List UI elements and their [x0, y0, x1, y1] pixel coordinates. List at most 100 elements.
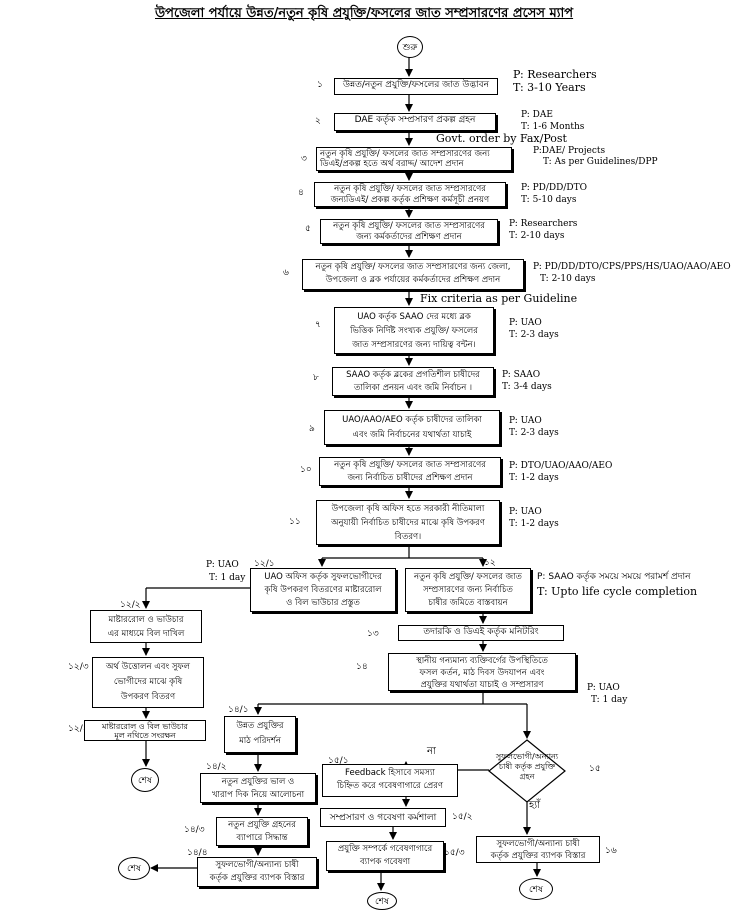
step-14-3-box: নতুন প্রযুক্তি গ্রহনের ব্যাপারে সিদ্ধান্…: [216, 817, 308, 846]
step-12-1-line-1: UAO অফিস কর্তৃক সুফলভোগীদের: [264, 572, 382, 582]
step-14-box: স্থানীয় গন্যমান্য ব্যক্তিবর্গের উপস্থিত…: [388, 653, 576, 691]
step-1-person: P: Researchers: [513, 68, 597, 81]
step-14-4-line-2: কর্তৃক প্রযুক্তির ব্যাপক বিস্তার: [209, 873, 305, 883]
step-7-line-2: ভিত্তিক নির্দিষ্ট সংখ্যক প্রযুক্তি/ ফসলে…: [350, 326, 478, 336]
step-5-box: নতুন কৃষি প্রযুক্তি/ ফসলের জাত সম্প্রসার…: [320, 219, 498, 244]
step-12-number: ১২: [484, 558, 496, 568]
step-2-person: P: DAE: [521, 110, 553, 120]
step-12-person: P: SAAO কর্তৃক সময়ে সময়ে পরামর্শ প্রদা…: [537, 572, 691, 582]
step-12-2-line-2: এর মাধ্যমে বিল দাখিল: [107, 629, 185, 639]
step-2-number: ২: [315, 116, 321, 126]
step-5-time: T: 2-10 days: [509, 231, 565, 241]
step-8-number: ৮: [313, 373, 319, 383]
step-5-line-1: নতুন কৃষি প্রযুক্তি/ ফসলের জাত সম্প্রসার…: [333, 221, 485, 231]
step-14-4-line-1: সুফলভোগী/অন্যান্য চাষী: [215, 860, 299, 870]
step-12-3-line-3: উপকরণ বিতরণ: [120, 692, 176, 702]
end-terminal-right: শেষ: [519, 878, 553, 900]
step-4-line-2: জন্যডিএই/ প্রকল্প কর্তৃক প্রশিক্ষণ কর্মস…: [330, 195, 490, 205]
step-9-person: P: UAO: [509, 416, 542, 426]
step-5-number: ৫: [305, 224, 311, 234]
step-16-line-1: সুফলভোগী/অন্যান্য চাষী: [496, 839, 580, 849]
step-14-1-line-2: মাঠ পরিদর্শন: [239, 736, 281, 746]
step-7-line-3: জাত সম্প্রসারণের জন্য দায়িত্ব বন্টন।: [352, 340, 476, 350]
step-4-line-1: নতুন কৃষি প্রযুক্তি/ ফসলের জাত সম্প্রসার…: [334, 184, 486, 194]
step-3-number: ৩: [301, 154, 307, 164]
step-14-2-box: নতুন প্রযুক্তির ভাল ও খারাপ দিক নিয়ে আল…: [200, 773, 316, 803]
step-13-number: ১৩: [367, 629, 379, 639]
step-12-4-number: ১২/৪: [68, 724, 89, 734]
step-14-1-box: উন্নত প্রযুক্তির মাঠ পরিদর্শন: [224, 716, 296, 753]
step-14-3-line-2: ব্যাপারে সিদ্ধান্ত: [236, 833, 288, 843]
step-7-person: P: UAO: [509, 318, 542, 328]
step-10-line-2: জন্য নির্বাচিত চাষীদের প্রশিক্ষণ প্রদান: [347, 473, 473, 483]
step-5-person: P: Researchers: [509, 219, 578, 229]
step-1-time: T: 3-10 Years: [513, 81, 586, 94]
step-12-1-box: UAO অফিস কর্তৃক সুফলভোগীদের কৃষি উপকরণ ব…: [250, 568, 396, 612]
govt-order-note: Govt. order by Fax/Post: [436, 132, 567, 145]
step-14-line-1: স্থানীয় গন্যমান্য ব্যক্তিবর্গের উপস্থিত…: [416, 656, 548, 666]
step-12-3-number: ১২/৩: [68, 662, 89, 672]
step-12-2-line-1: মাষ্টাররোল ও ভাউচার: [108, 615, 184, 625]
end-terminal-left: শেষ: [131, 768, 159, 792]
step-15-line-3: গ্রহন: [519, 772, 535, 781]
step-6-number: ৬: [283, 268, 289, 278]
step-12-1-time: T: 1 day: [209, 573, 246, 583]
step-12-3-line-2: ভোগীদের মাঝে কৃষি: [113, 677, 183, 687]
step-4-box: নতুন কৃষি প্রযুক্তি/ ফসলের জাত সম্প্রসার…: [314, 182, 506, 207]
step-4-time: T: 5-10 days: [521, 195, 577, 205]
end-terminal-bottom-left: শেষ: [118, 857, 150, 880]
step-7-time: T: 2-3 days: [509, 330, 559, 340]
step-14-person: P: UAO: [587, 683, 620, 693]
step-15-3-box: প্রযুক্তি সম্পর্কে গবেষণাগারে ব্যাপক গবে…: [326, 841, 444, 871]
step-10-box: নতুন কৃষি প্রযুক্তি/ ফসলের জাত সম্প্রসার…: [319, 457, 501, 486]
step-15-2-box: সম্প্রসারণ ও গবেষণা কর্মশালা: [320, 808, 446, 827]
step-14-2-number: ১৪/২: [206, 762, 227, 772]
step-4-number: ৪: [298, 188, 304, 198]
step-12-4-line-2: মূল নথিতে সংরক্ষন: [114, 731, 176, 740]
step-15-3-number: ১৫/৩: [444, 848, 465, 858]
step-11-line-2: অনুযায়ী নির্বাচিত চাষীদের মাঝে কৃষি উপক…: [331, 518, 485, 528]
step-15-label: সুফলভোগী/অন্যান্য চাষী কর্তৃক প্রযুক্তি …: [489, 752, 565, 782]
step-10-person: P: DTO/UAO/AAO/AEO: [509, 461, 613, 471]
yes-label: হ্যাঁ: [529, 800, 541, 811]
fix-criteria-note: Fix criteria as per Guideline: [420, 292, 578, 305]
step-12-line-1: নতুন কৃষি প্রযুক্তি/ ফসলের জাত: [414, 572, 522, 582]
step-10-line-1: নতুন কৃষি প্রযুক্তি/ ফসলের জাত সম্প্রসার…: [334, 460, 486, 470]
step-11-line-3: বিতরণ।: [394, 532, 422, 542]
step-8-box: SAAO কর্তৃক ব্লকের প্রগতিশীল চাষীদের তাল…: [332, 367, 494, 396]
step-11-time: T: 1-2 days: [509, 519, 559, 529]
step-15-1-number: ১৫/১: [328, 756, 349, 766]
step-12-2-number: ১২/২: [120, 600, 141, 610]
step-14-1-line-1: উন্নত প্রযুক্তির: [236, 721, 284, 731]
step-16-line-2: কর্তৃক প্রযুক্তির ব্যাপক বিস্তার: [490, 851, 586, 861]
step-4-person: P: PD/DD/DTO: [521, 183, 587, 193]
step-8-line-1: SAAO কর্তৃক ব্লকের প্রগতিশীল চাষীদের: [346, 370, 480, 380]
step-14-time: T: 1 day: [591, 695, 628, 705]
end-terminal-bottom-center: শেষ: [367, 892, 397, 910]
step-15-3-line-2: ব্যাপক গবেষণা: [359, 857, 411, 867]
step-16-box: সুফলভোগী/অন্যান্য চাষী কর্তৃক প্রযুক্তির…: [476, 836, 600, 863]
step-13-box: তদারকি ও ডিএই কর্তৃক মনিটরিং: [398, 625, 564, 641]
step-15-line-2: চাষী কর্তৃক প্রযুক্তি: [498, 762, 556, 771]
step-14-4-number: ১৪/৪: [187, 848, 208, 858]
step-7-line-1: UAO কর্তৃক SAAO দের মধ্যে ব্লক: [357, 312, 471, 322]
step-6-line-2: উপজেলা ও ব্লক পর্যায়ের কর্মকর্তাদের প্র…: [325, 275, 501, 285]
step-14-number: ১৪: [356, 662, 368, 672]
start-terminal: শুরু: [397, 36, 423, 58]
step-14-2-line-2: খারাপ দিক নিয়ে আলোচনা: [211, 790, 305, 800]
step-12-2-box: মাষ্টাররোল ও ভাউচার এর মাধ্যমে বিল দাখিল: [90, 610, 202, 643]
decision-diamond: [488, 739, 566, 803]
step-12-1-number: ১২/১: [254, 559, 275, 569]
step-11-number: ১১: [289, 517, 301, 527]
step-3-person: P:DAE/ Projects: [533, 146, 606, 156]
step-2-time: T: 1-6 Months: [521, 122, 585, 132]
step-3-box: নতুন কৃষি প্রযুক্তি/ ফসলের জাত সম্প্রসার…: [316, 147, 512, 171]
step-6-time: T: 2-10 days: [540, 274, 596, 284]
step-12-time: T: Upto life cycle completion: [537, 585, 698, 598]
step-7-number: ৭: [315, 320, 321, 330]
step-2-box: DAE কর্তৃক সম্প্রসারণ প্রকল্প গ্রহন: [334, 113, 496, 131]
step-8-time: T: 3-4 days: [502, 382, 552, 392]
step-3-time: T: As per Guidelines/DPP: [543, 157, 658, 167]
step-16-number: ১৬: [605, 846, 617, 856]
step-14-3-line-1: নতুন প্রযুক্তি গ্রহনের: [228, 820, 296, 830]
